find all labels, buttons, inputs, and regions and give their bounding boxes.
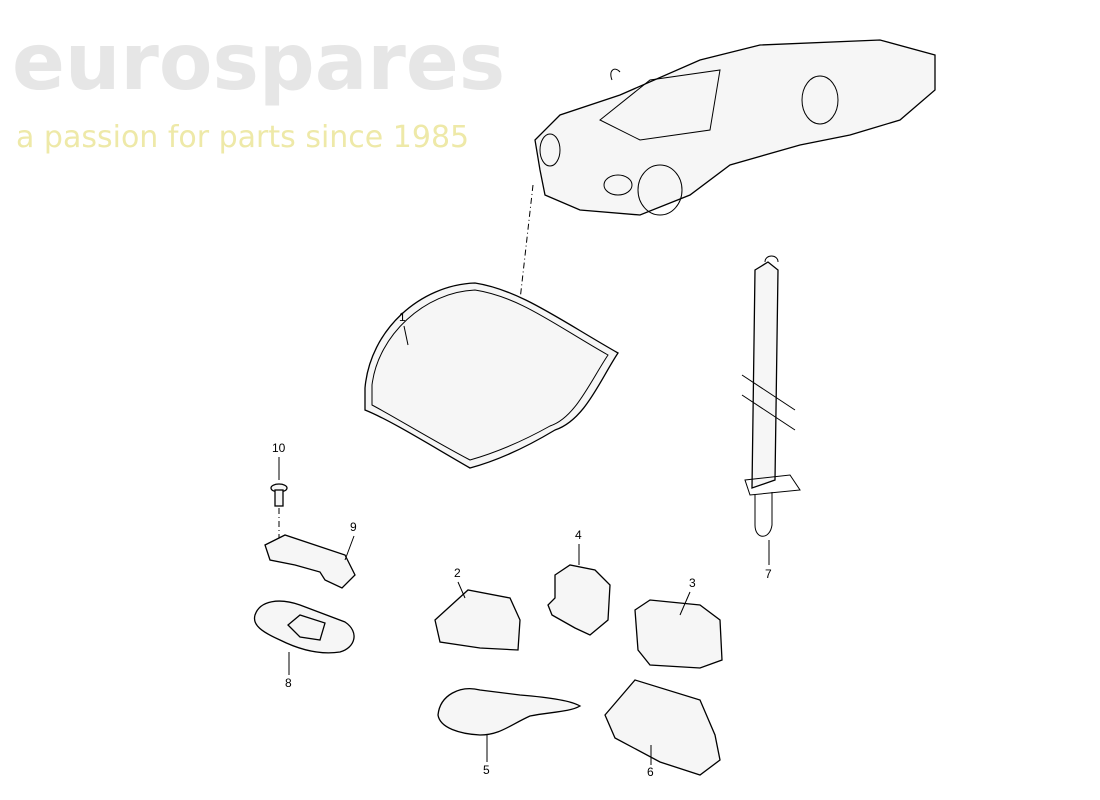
car-illustration — [534, 39, 936, 216]
buffer-5-part[interactable] — [437, 688, 582, 736]
bracket-part[interactable] — [547, 564, 611, 636]
gas-strut-part[interactable] — [741, 255, 801, 537]
leader-dashed — [519, 184, 534, 301]
buffer-right-part[interactable] — [634, 599, 723, 669]
callout-9[interactable]: 9 — [350, 520, 357, 534]
callout-6[interactable]: 6 — [647, 765, 654, 779]
callout-8[interactable]: 8 — [285, 676, 292, 690]
buffer-6-part[interactable] — [604, 679, 721, 776]
buffer-left-part[interactable] — [434, 589, 521, 651]
watermark-tagline: a passion for parts since 1985 — [16, 120, 470, 155]
callout-7[interactable]: 7 — [765, 567, 772, 581]
callout-5[interactable]: 5 — [483, 763, 490, 777]
base-plate-part[interactable] — [253, 600, 355, 654]
watermark-brand: eurospares — [12, 18, 506, 108]
callout-3[interactable]: 3 — [689, 576, 696, 590]
callout-2[interactable]: 2 — [454, 566, 461, 580]
callout-4[interactable]: 4 — [575, 528, 582, 542]
callout-1[interactable]: 1 — [399, 310, 406, 324]
screw-part[interactable] — [270, 483, 288, 507]
callout-10[interactable]: 10 — [272, 441, 286, 455]
hood-part[interactable] — [364, 282, 619, 469]
clip-part[interactable] — [264, 534, 356, 589]
